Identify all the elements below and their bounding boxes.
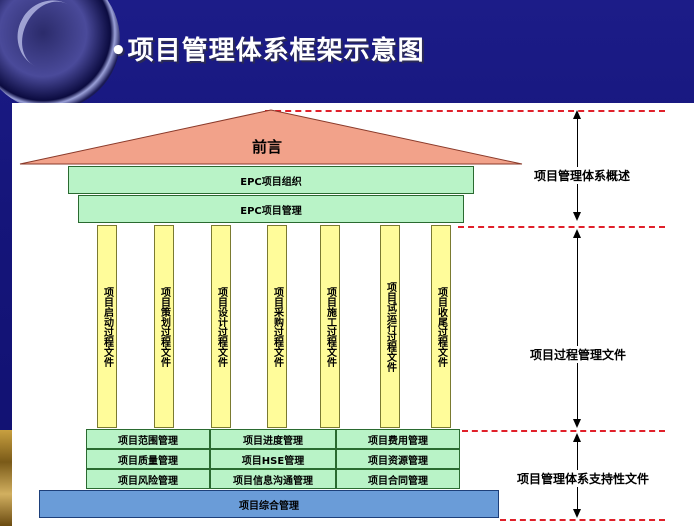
roof-triangle: [19, 109, 523, 165]
cell-quality: 项目质量管理: [86, 449, 210, 469]
cell-cost: 项目费用管理: [336, 429, 460, 449]
pillar-procurement: 项目采购过程文件: [267, 225, 287, 428]
cell-scope: 项目范围管理: [86, 429, 210, 449]
pillar-label: 项目收尾过程文件: [435, 286, 447, 367]
pillar-construction: 项目施工过程文件: [320, 225, 340, 428]
dash-line-low: [462, 430, 665, 432]
cell-resource: 项目资源管理: [336, 449, 460, 469]
pillar-label: 项目采购过程文件: [271, 286, 283, 367]
pillar-closeout: 项目收尾过程文件: [431, 225, 451, 428]
roof-label: 前言: [252, 138, 283, 156]
cell-hse: 项目HSE管理: [210, 449, 336, 469]
dash-line-mid: [458, 226, 665, 228]
arrow-down-icon: [573, 419, 581, 428]
arrow-down-icon: [573, 509, 581, 518]
bar-epc-organization: EPC项目组织: [68, 166, 474, 194]
arrow-down-icon: [573, 212, 581, 221]
pillar-label: 项目施工过程文件: [324, 286, 336, 367]
arrow-shaft: [577, 237, 578, 420]
arrow-up-icon: [573, 110, 581, 119]
slide-title: •项目管理体系框架示意图: [110, 36, 425, 66]
pillar-label: 项目设计过程文件: [215, 286, 227, 367]
cell-contract: 项目合同管理: [336, 469, 460, 489]
pillar-design: 项目设计过程文件: [211, 225, 231, 428]
arrow-up-icon: [573, 433, 581, 442]
decorative-strip: [0, 430, 12, 526]
slide-header: •项目管理体系框架示意图: [0, 0, 694, 110]
pillar-commissioning: 项目试运行过程文件: [380, 225, 400, 428]
label-process: 项目过程管理文件: [528, 346, 629, 363]
pillar-label: 项目启动过程文件: [101, 286, 113, 367]
foundation-integration: 项目综合管理: [39, 490, 499, 518]
bar-epc-management: EPC项目管理: [78, 195, 464, 223]
pillar-label: 项目策划过程文件: [158, 286, 170, 367]
dash-line-top: [265, 110, 665, 112]
pillar-label: 项目试运行过程文件: [384, 281, 396, 372]
label-overview: 项目管理体系概述: [532, 167, 633, 184]
cell-risk: 项目风险管理: [86, 469, 210, 489]
cell-schedule: 项目进度管理: [210, 429, 336, 449]
pillar-planning: 项目策划过程文件: [154, 225, 174, 428]
pillar-initiation: 项目启动过程文件: [97, 225, 117, 428]
cell-communication: 项目信息沟通管理: [210, 469, 336, 489]
arrow-up-icon: [573, 229, 581, 238]
dash-line-bottom: [500, 519, 665, 521]
arrow-shaft: [577, 118, 578, 213]
logo-orb-icon: [0, 0, 120, 110]
label-support: 项目管理体系支持性文件: [515, 470, 652, 487]
